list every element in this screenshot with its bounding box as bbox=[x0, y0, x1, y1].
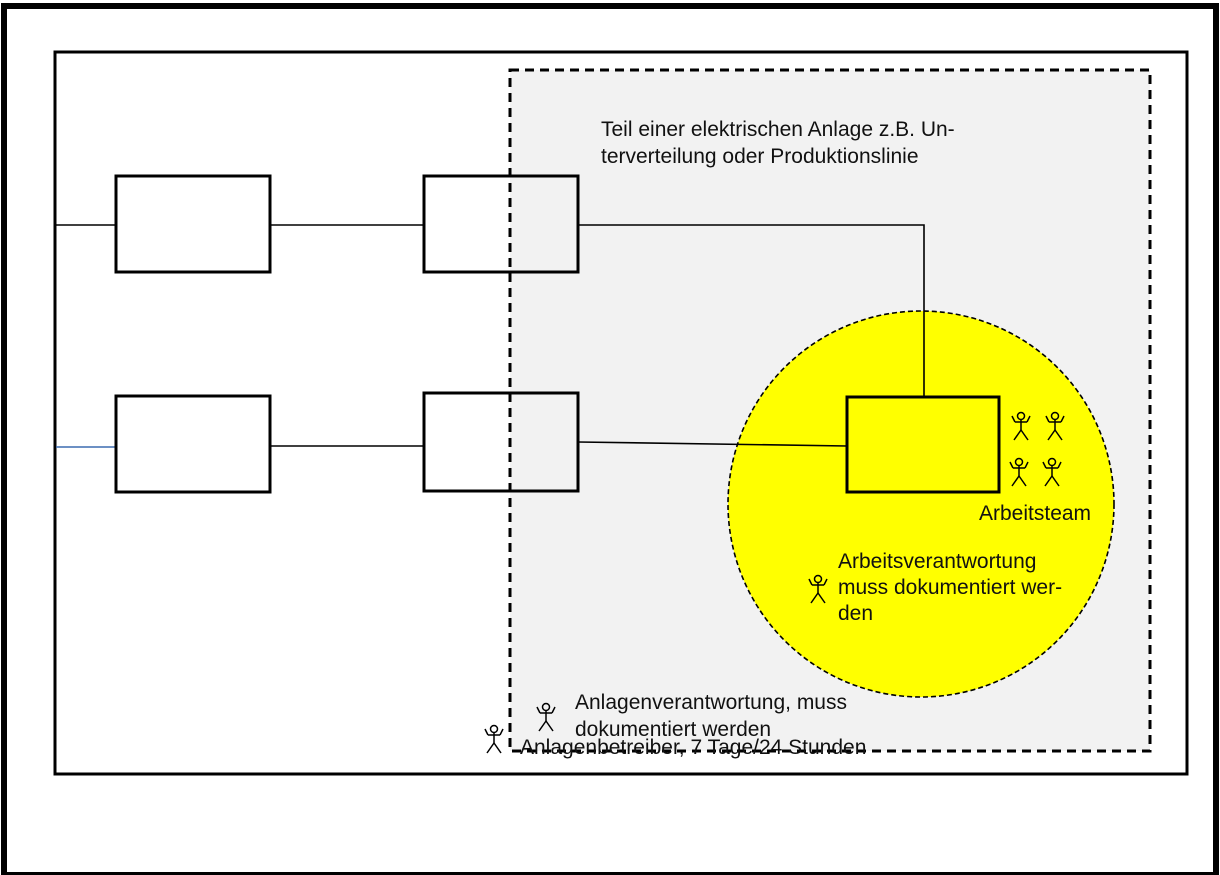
operator-label: Anlagenbetreiber, 7 Tage/24 Stunden bbox=[520, 736, 866, 759]
work-responsibility-line-2: muss dokumentiert wer- bbox=[838, 576, 1062, 599]
team-label: Arbeitsteam bbox=[979, 502, 1091, 525]
component-box-lower-1 bbox=[114, 394, 272, 494]
plant-responsibility-line-2: dokumentiert werden bbox=[575, 718, 771, 741]
component-box-upper-2 bbox=[422, 174, 580, 274]
plant-responsibility-label: Anlagenverantwortung, muss dokumentiert … bbox=[575, 691, 853, 741]
work-responsibility-line-1: Arbeitsverantwortung bbox=[838, 550, 1036, 573]
feeder-line-lower-right bbox=[577, 441, 848, 447]
work-object-box bbox=[845, 395, 1001, 494]
region-label-line-2: terverteilung oder Produktionslinie bbox=[601, 145, 919, 168]
plant-responsibility-line-1: Anlagenverantwortung, muss bbox=[575, 691, 847, 714]
region-label-line-1: Teil einer elektrischen Anlage z.B. Un- bbox=[601, 118, 955, 141]
work-responsibility-line-3: den bbox=[838, 602, 873, 625]
region-label: Teil einer elektrischen Anlage z.B. Un- … bbox=[601, 118, 961, 168]
component-box-upper-1 bbox=[114, 174, 272, 274]
component-box-lower-2 bbox=[422, 391, 580, 493]
work-zone-circle bbox=[727, 310, 1115, 698]
feeder-line-upper-right bbox=[578, 224, 925, 396]
work-responsibility-label: Arbeitsverantwortung muss dokumentiert w… bbox=[838, 550, 1068, 625]
